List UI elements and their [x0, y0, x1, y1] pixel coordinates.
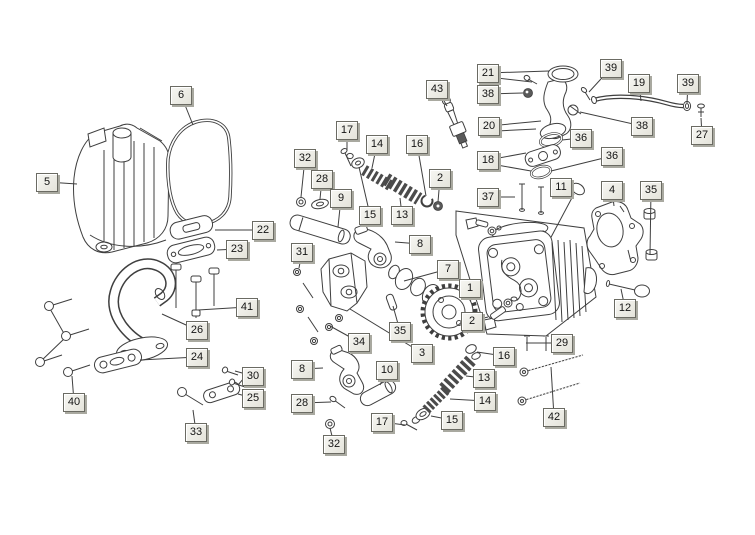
callout-18[interactable]: 18 [477, 151, 499, 170]
part-rocker-arm-bottom [329, 344, 365, 395]
part-studs-37 [519, 183, 544, 215]
callout-2[interactable]: 2 [461, 312, 483, 331]
callout-32[interactable]: 32 [294, 149, 316, 168]
leader-line [649, 189, 652, 256]
callout-28[interactable]: 28 [291, 394, 313, 413]
part-ring-32-bottom [325, 419, 335, 429]
callout-6[interactable]: 6 [170, 86, 192, 105]
callout-8[interactable]: 8 [409, 235, 431, 254]
part-bolts-40 [35, 298, 91, 377]
callout-17[interactable]: 17 [336, 121, 358, 140]
part-shaft-9 [289, 214, 351, 245]
part-nuts-34 [325, 314, 343, 331]
part-plate-22 [169, 215, 214, 240]
part-plate-23 [166, 236, 216, 264]
callout-12[interactable]: 12 [614, 299, 636, 318]
callout-14[interactable]: 14 [366, 135, 388, 154]
part-shaft-10 [359, 379, 397, 407]
callout-21[interactable]: 21 [477, 64, 499, 83]
part-bushings-35 [643, 208, 658, 261]
callout-43[interactable]: 43 [426, 80, 448, 99]
callout-7[interactable]: 7 [437, 260, 459, 279]
callout-36[interactable]: 36 [570, 129, 592, 148]
part-ring-32-top [296, 197, 306, 207]
callout-4[interactable]: 4 [601, 181, 623, 200]
callout-13[interactable]: 13 [473, 369, 495, 388]
part-pipe-26 [108, 258, 177, 362]
callout-30[interactable]: 30 [242, 367, 264, 386]
callout-22[interactable]: 22 [252, 221, 274, 240]
callout-8[interactable]: 8 [291, 360, 313, 379]
callout-15[interactable]: 15 [359, 206, 381, 225]
part-hose-19 [591, 94, 692, 112]
part-studs-29 [524, 335, 549, 351]
callout-25[interactable]: 25 [242, 389, 264, 408]
callout-36[interactable]: 36 [601, 147, 623, 166]
part-cylinder-head [455, 210, 597, 337]
part-spark-plug [441, 96, 469, 149]
callout-16[interactable]: 16 [493, 347, 515, 366]
callout-20[interactable]: 20 [478, 117, 500, 136]
leader-line [496, 128, 537, 132]
callout-5[interactable]: 5 [36, 173, 58, 192]
callout-14[interactable]: 14 [474, 392, 496, 411]
part-rocker-arm-top [353, 224, 392, 269]
part-bolts-41 [170, 263, 220, 318]
part-valve-cover [73, 123, 170, 254]
part-valve-12 [605, 280, 650, 298]
callout-29[interactable]: 29 [551, 334, 573, 353]
callout-26[interactable]: 26 [186, 321, 208, 340]
callout-32[interactable]: 32 [323, 435, 345, 454]
callout-38[interactable]: 38 [631, 117, 653, 136]
callout-37[interactable]: 37 [477, 188, 499, 207]
callout-3[interactable]: 3 [411, 344, 433, 363]
part-plate-18 [524, 144, 561, 167]
callout-41[interactable]: 41 [236, 298, 258, 317]
callout-27[interactable]: 27 [691, 126, 713, 145]
callout-2[interactable]: 2 [429, 169, 451, 188]
callout-28[interactable]: 28 [311, 170, 333, 189]
leader-line [496, 77, 533, 83]
callout-17[interactable]: 17 [371, 413, 393, 432]
part-bolt-33 [177, 387, 204, 406]
callout-24[interactable]: 24 [186, 348, 208, 367]
callout-35[interactable]: 35 [389, 322, 411, 341]
callout-39[interactable]: 39 [677, 74, 699, 93]
part-intake-manifold [523, 65, 582, 140]
part-spring-stack-bottom [400, 344, 481, 431]
callout-11[interactable]: 11 [550, 178, 572, 197]
part-oring-36-lower [529, 164, 553, 180]
callout-34[interactable]: 34 [348, 333, 370, 352]
part-plate-25 [203, 381, 241, 404]
callout-42[interactable]: 42 [543, 408, 565, 427]
callout-19[interactable]: 19 [628, 74, 650, 93]
part-washer-28-bottom [329, 395, 346, 409]
callout-31[interactable]: 31 [291, 243, 313, 262]
callout-1[interactable]: 1 [459, 279, 481, 298]
part-gasket-24 [93, 348, 143, 374]
part-bracket-3 [320, 252, 368, 312]
part-spring-stack-top [346, 152, 443, 211]
callout-23[interactable]: 23 [226, 240, 248, 259]
part-valve-11 [545, 182, 585, 246]
part-screw-39-left [580, 87, 591, 101]
part-washer-28-top [311, 198, 329, 210]
callout-35[interactable]: 35 [640, 181, 662, 200]
callout-39[interactable]: 39 [600, 59, 622, 78]
callout-15[interactable]: 15 [441, 411, 463, 430]
callout-13[interactable]: 13 [391, 206, 413, 225]
part-gasket-plate-4 [586, 201, 644, 276]
callout-40[interactable]: 40 [63, 393, 85, 412]
leader-line [496, 164, 532, 172]
part-screws-30 [221, 366, 246, 388]
callout-9[interactable]: 9 [330, 189, 352, 208]
leader-line [349, 308, 423, 354]
part-screw-27 [697, 103, 705, 117]
callout-33[interactable]: 33 [185, 423, 207, 442]
callout-16[interactable]: 16 [406, 135, 428, 154]
callout-10[interactable]: 10 [376, 361, 398, 380]
callout-38[interactable]: 38 [477, 85, 499, 104]
